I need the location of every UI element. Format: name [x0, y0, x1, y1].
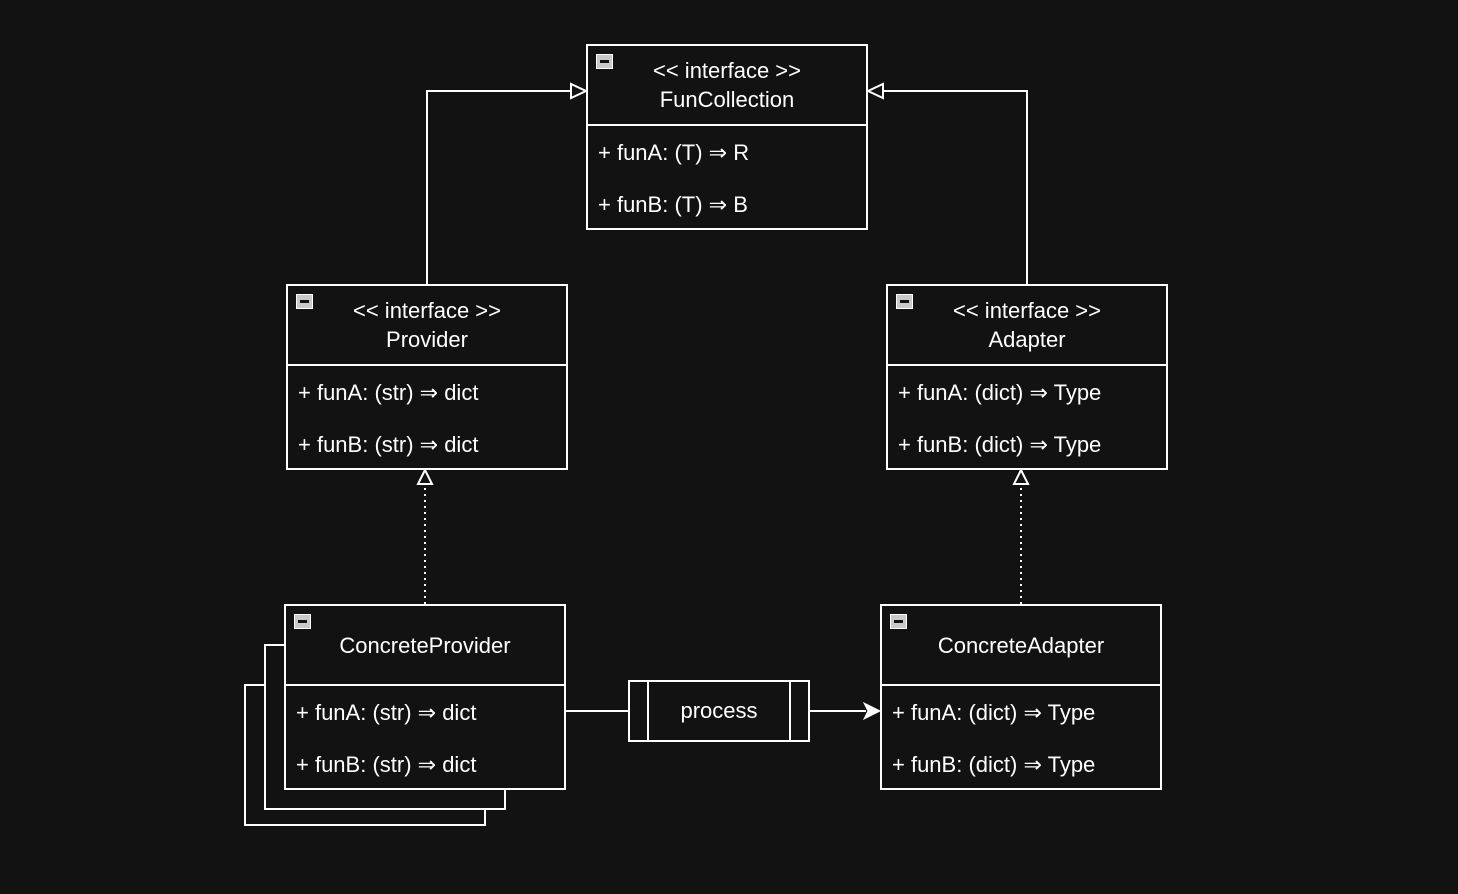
class-member: + funA: (dict) ⇒ Type	[898, 380, 1102, 405]
class-member: + funB: (str) ⇒ dict	[298, 432, 479, 457]
class-name: FunCollection	[659, 87, 795, 112]
class-member: + funB: (str) ⇒ dict	[296, 752, 477, 777]
collapse-icon[interactable]	[296, 294, 313, 309]
class-name: ConcreteProvider	[339, 632, 511, 658]
provider-class[interactable]: << interface >> Provider + funA: (str) ⇒…	[286, 284, 568, 470]
adapter-to-funcollection-edge[interactable]	[883, 90, 1028, 285]
collapse-icon[interactable]	[294, 614, 311, 629]
class-name: Provider	[386, 327, 468, 352]
class-name: ConcreteAdapter	[937, 632, 1105, 658]
class-member: + funA: (dict) ⇒ Type	[892, 700, 1096, 725]
provider-generalization-arrowhead	[570, 82, 589, 100]
concrete-provider-realization-arrowhead	[416, 467, 434, 485]
provider-members: + funA: (str) ⇒ dict + funB: (str) ⇒ dic…	[288, 366, 566, 471]
concrete-provider-members: + funA: (str) ⇒ dict + funB: (str) ⇒ dic…	[286, 686, 564, 791]
class-member: + funB: (T) ⇒ B	[598, 192, 748, 217]
provider-header: << interface >> Provider	[288, 286, 566, 366]
adapter-members: + funA: (dict) ⇒ Type + funB: (dict) ⇒ T…	[888, 366, 1166, 471]
collapse-icon[interactable]	[890, 614, 907, 629]
process-to-adapter-arrowhead	[862, 701, 882, 721]
adapter-header: << interface >> Adapter	[888, 286, 1166, 366]
process-node[interactable]: process	[628, 680, 810, 742]
concrete-adapter-realization-arrowhead	[1012, 467, 1030, 485]
funcollection-members: + funA: (T) ⇒ R + funB: (T) ⇒ B	[588, 126, 866, 231]
provider-to-funcollection-edge[interactable]	[426, 90, 571, 285]
collapse-icon[interactable]	[896, 294, 913, 309]
process-left-bar	[647, 682, 649, 740]
process-right-bar	[789, 682, 791, 740]
class-member: + funA: (str) ⇒ dict	[296, 700, 477, 725]
funcollection-header: << interface >> FunCollection	[588, 46, 866, 126]
process-label: process	[680, 698, 758, 723]
class-stereotype: << interface >>	[953, 298, 1101, 323]
class-name: Adapter	[988, 327, 1066, 352]
concrete-adapter-members: + funA: (dict) ⇒ Type + funB: (dict) ⇒ T…	[882, 686, 1160, 791]
concrete-adapter-header: ConcreteAdapter	[882, 606, 1160, 686]
adapter-class[interactable]: << interface >> Adapter + funA: (dict) ⇒…	[886, 284, 1168, 470]
class-member: + funA: (str) ⇒ dict	[298, 380, 479, 405]
class-stereotype: << interface >>	[653, 58, 801, 83]
class-stereotype: << interface >>	[353, 298, 501, 323]
collapse-icon[interactable]	[596, 54, 613, 69]
concrete-provider-class[interactable]: ConcreteProvider + funA: (str) ⇒ dict + …	[284, 604, 566, 790]
class-member: + funA: (T) ⇒ R	[598, 140, 750, 165]
concrete-adapter-class[interactable]: ConcreteAdapter + funA: (dict) ⇒ Type + …	[880, 604, 1162, 790]
adapter-generalization-arrowhead	[865, 82, 884, 100]
class-member: + funB: (dict) ⇒ Type	[892, 752, 1096, 777]
class-member: + funB: (dict) ⇒ Type	[898, 432, 1102, 457]
funcollection-class[interactable]: << interface >> FunCollection + funA: (T…	[586, 44, 868, 230]
concrete-provider-header: ConcreteProvider	[286, 606, 564, 686]
